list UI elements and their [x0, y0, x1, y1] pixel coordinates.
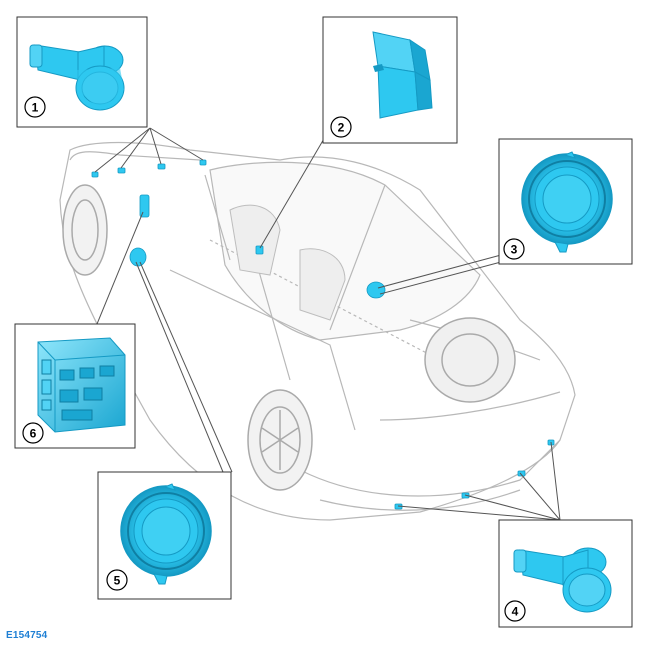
- front-wheel: [62, 184, 108, 276]
- speaker-icon: [521, 151, 613, 253]
- callout-number-badge: [22, 422, 44, 444]
- callout-number: 6: [30, 427, 37, 441]
- rear-left-wheel: [247, 389, 313, 491]
- speaker-icon: [120, 483, 212, 585]
- rear-right-wheel: [424, 317, 516, 403]
- callout-number: 5: [114, 574, 121, 588]
- callout-box-1: 1: [16, 16, 148, 128]
- callout-box-5: 5: [97, 471, 232, 600]
- parking-sensor-icon: [513, 547, 612, 613]
- callout-box-4: 4: [498, 519, 633, 628]
- callout-number-badge: [106, 569, 128, 591]
- callout-lines: [94, 127, 561, 521]
- callout-number-badge: [24, 96, 46, 118]
- callout-number: 1: [32, 101, 39, 115]
- callout-number: 4: [512, 605, 519, 619]
- callout-number: 3: [511, 243, 518, 257]
- seats: [229, 204, 346, 321]
- control-module-icon: [372, 31, 433, 119]
- callout-number-badge: [504, 600, 526, 622]
- callout-box-2: 2: [322, 16, 458, 144]
- on-vehicle-parts: [91, 159, 555, 510]
- callout-number-badge: [503, 238, 525, 260]
- callout-number: 2: [338, 121, 345, 135]
- callout-box-3: 3: [498, 138, 633, 265]
- parking-sensor-icon: [29, 44, 125, 111]
- callout-box-6: 6: [14, 323, 136, 449]
- callout-number-badge: [330, 116, 352, 138]
- body-control-module-icon: [37, 337, 126, 433]
- figure-id-label: E154754: [6, 630, 48, 641]
